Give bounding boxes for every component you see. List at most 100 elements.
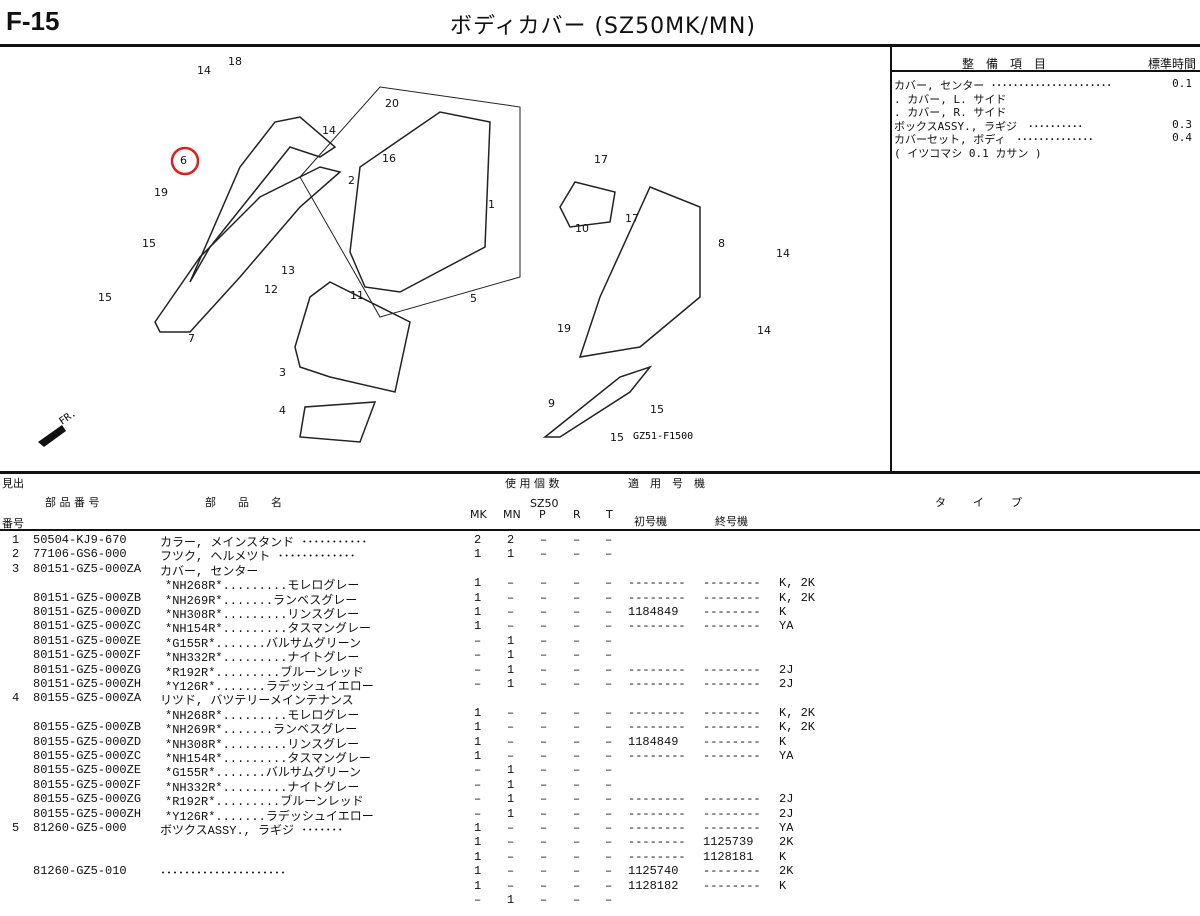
last-serial: --------: [703, 749, 761, 763]
ref-number: 5: [12, 821, 20, 835]
service-row: カバー, センター ･･････････････････････0.1: [894, 77, 1198, 93]
highlight-circle: [170, 146, 200, 176]
callout-number: 8: [718, 237, 725, 250]
part-number: 81260-GZ5-010: [33, 864, 127, 879]
qty-r: –: [573, 605, 581, 619]
ref-number: 1: [12, 533, 20, 547]
part-number: 80155-GZ5-000ZC: [33, 749, 142, 763]
service-row: ボックスASSY., ラギジ ･･････････0.3: [894, 118, 1198, 134]
qty-mn: 1: [507, 547, 515, 562]
table-row: 81260-GZ5-010･････････････････････1––––1…: [0, 864, 1200, 881]
qty-mk: –: [474, 648, 482, 663]
qty-mn: –: [507, 821, 515, 835]
callout-number: 17: [594, 153, 608, 166]
qty-r: –: [573, 633, 581, 648]
qty-t: –: [605, 749, 613, 763]
qty-r: –: [573, 792, 581, 807]
part-number: 50504-KJ9-670: [33, 533, 127, 547]
part-name: ボツクスASSY., ラギジ ･･･････: [160, 824, 344, 838]
qty-p: –: [540, 662, 548, 677]
qty-r: –: [573, 619, 581, 634]
qty-mk: 1: [474, 749, 482, 763]
luggage-box: [349, 111, 491, 293]
last-serial: --------: [703, 619, 761, 634]
service-row: ( イツコマシ 0.1 カサン ): [894, 145, 1198, 161]
qty-mk: –: [474, 677, 482, 691]
callout-number: 19: [557, 322, 571, 335]
callout-number: 14: [197, 64, 211, 77]
part-number: 80151-GZ5-000ZC: [33, 619, 142, 634]
part-name: カバー, センター: [160, 564, 259, 579]
qty-p: –: [540, 821, 548, 835]
last-serial: --------: [703, 806, 761, 821]
callout-number: 5: [470, 292, 477, 305]
qty-r: –: [573, 749, 581, 763]
part-name: *NH308R*.........リンスグレー: [165, 608, 360, 622]
qty-r: –: [573, 777, 581, 792]
qty-p: –: [540, 763, 548, 778]
first-serial: --------: [628, 806, 686, 821]
qty-mn: –: [507, 878, 515, 893]
part-number: 80155-GZ5-000ZE: [33, 763, 142, 778]
table-row: 80151-GZ5-000ZH *Y126R*.......ラデッシュイエロー – 1…: [0, 677, 1200, 694]
qty-mk: –: [474, 806, 482, 821]
type-code: K: [779, 734, 787, 749]
qty-t: –: [605, 806, 613, 821]
qty-t: –: [605, 864, 613, 879]
part-name: *NH268R*.........モレログレー: [165, 579, 360, 594]
last-serial: --------: [703, 662, 761, 677]
qty-p: –: [540, 547, 548, 562]
last-serial: 1128181: [703, 849, 754, 864]
type-code: K: [779, 849, 787, 864]
qty-mn: 1: [507, 777, 515, 792]
qty-mk: –: [474, 763, 482, 778]
first-serial: --------: [628, 619, 686, 634]
qty-mn: –: [507, 576, 515, 591]
callout-number: 10: [575, 222, 589, 235]
qty-mn: 1: [507, 648, 515, 663]
part-number: 80151-GZ5-000ZE: [33, 633, 142, 648]
last-serial: --------: [703, 734, 761, 749]
part-name: *Y126R*.......ラデッシュイエロー: [165, 680, 374, 694]
callout-number: 14: [322, 124, 336, 137]
part-number: 81260-GZ5-000: [33, 821, 127, 835]
part-number: 77106-GS6-000: [33, 547, 127, 562]
header-midashi: 見出: [2, 477, 24, 490]
service-row: カバーセット, ボディ ･･････････････0.4: [894, 131, 1198, 147]
type-code: K, 2K: [779, 705, 816, 720]
qty-t: –: [605, 648, 613, 663]
qty-t: –: [605, 835, 613, 850]
service-header: 整 備 項 目 標準時間: [892, 54, 1200, 72]
part-name: *NH154R*.........タスマングレー: [165, 622, 372, 637]
part-name: *R192R*.........ブルーンレッド: [165, 665, 364, 680]
qty-r: –: [573, 576, 581, 591]
qty-t: –: [605, 763, 613, 778]
first-serial: --------: [628, 849, 686, 864]
qty-mn: 1: [507, 677, 515, 691]
qty-mn: 1: [507, 806, 515, 821]
first-serial: --------: [628, 677, 686, 691]
callout-number: 12: [264, 283, 278, 296]
first-serial: 1125740: [628, 864, 679, 879]
qty-mk: –: [474, 777, 482, 792]
header-col-mn: MN: [503, 508, 521, 521]
part-number: 80151-GZ5-000ZH: [33, 677, 142, 691]
diagram-frame: [0, 44, 1200, 474]
qty-p: –: [540, 864, 548, 879]
part-name: *G155R*.......バルサムグリーン: [165, 766, 361, 781]
part-name: *G155R*.......バルサムグリーン: [165, 636, 361, 651]
qty-p: –: [540, 648, 548, 663]
first-serial: 1184849: [628, 734, 679, 749]
callout-number: 9: [548, 397, 555, 410]
qty-t: –: [605, 734, 613, 749]
part-name: *NH269R*.......ランベスグレー: [165, 593, 358, 608]
first-serial: --------: [628, 749, 686, 763]
qty-p: –: [540, 792, 548, 807]
